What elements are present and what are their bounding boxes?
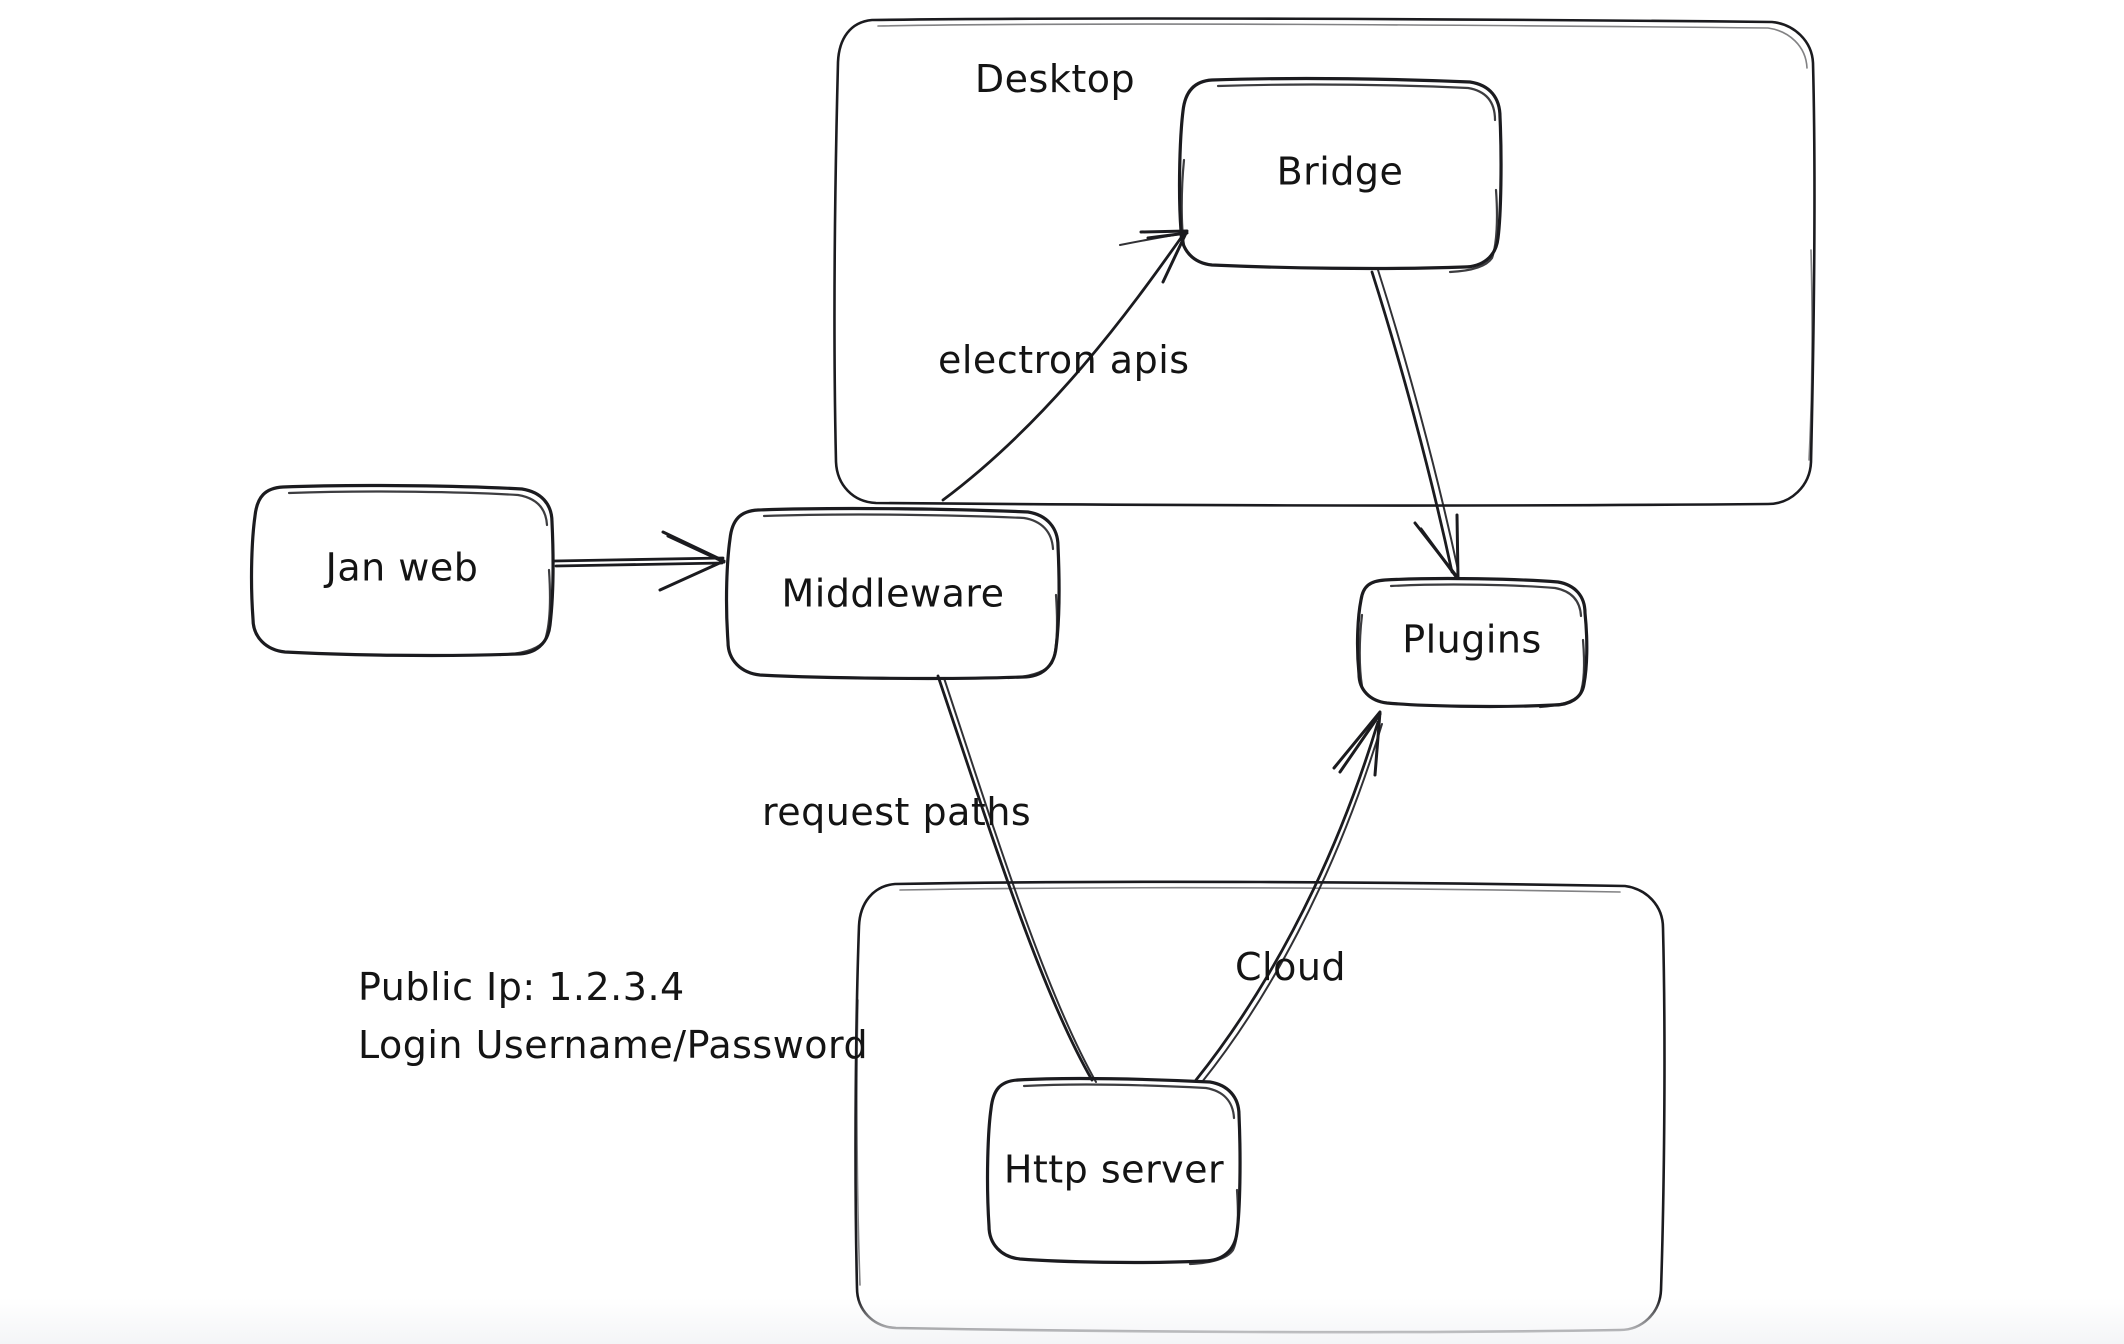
edge-label-electron-apis: electron apis <box>938 338 1190 382</box>
plugins-box-sketch-left <box>1358 613 1364 688</box>
desktop-group-outline-sketch-right <box>1808 249 1813 461</box>
arrowhead-bridge-in <box>1139 229 1189 284</box>
edge-label-request-paths: request paths <box>762 790 1031 834</box>
edge-http-server-to-plugins[interactable]: Cloud <box>1194 710 1383 1083</box>
node-label-middleware: Middleware <box>781 572 1004 616</box>
arrowhead-plugins-in-bottom <box>1332 710 1382 777</box>
node-label-http-server: Http server <box>1004 1148 1224 1192</box>
cloud-group-outline-sketch-left <box>856 999 861 1286</box>
bridge-box-outline <box>1177 76 1503 271</box>
node-label-bridge: Bridge <box>1277 150 1404 194</box>
arrowhead-plugins-in-bottom-sketch <box>1338 712 1382 774</box>
edge-line-http-plugins-sketch <box>1201 723 1383 1083</box>
middleware-box-sketch-top <box>762 513 1055 551</box>
edge-jan-web-to-middleware[interactable] <box>552 530 726 592</box>
edge-middleware-to-bridge[interactable]: electron apis <box>938 229 1190 502</box>
plugins-box-sketch-top <box>1389 583 1583 618</box>
plugins-box-sketch-right <box>1538 638 1586 709</box>
edge-line-http-plugins <box>1194 720 1380 1082</box>
http-server-box-sketch-right <box>1188 1188 1240 1266</box>
bridge-box-sketch-right <box>1448 188 1499 274</box>
arrowhead-plugins-in-top-sketch <box>1419 527 1459 580</box>
http-server-box-outline <box>985 1076 1242 1265</box>
node-label-jan-web: Jan web <box>324 546 479 590</box>
edge-label-cloud: Cloud <box>1235 945 1346 989</box>
bridge-box-sketch-top <box>1216 83 1497 122</box>
edge-line-bridge-plugins <box>1370 270 1454 574</box>
note-public-ip: Public Ip: 1.2.3.4 <box>358 965 685 1009</box>
notes-block: Public Ip: 1.2.3.4 Login Username/Passwo… <box>358 965 868 1067</box>
edge-line-middleware-http <box>936 674 1094 1082</box>
node-plugins[interactable]: Plugins <box>1355 576 1589 709</box>
middleware-box-sketch-right <box>1006 593 1059 680</box>
edge-line-bridge-plugins-sketch <box>1377 269 1459 571</box>
edge-line-middleware-bridge <box>941 233 1185 502</box>
arrowhead-bridge-in-sketch <box>1146 231 1189 240</box>
node-bridge[interactable]: Bridge <box>1177 76 1503 274</box>
edge-middleware-to-http-server[interactable]: request paths <box>762 674 1097 1083</box>
node-jan-web[interactable]: Jan web <box>249 483 555 658</box>
http-server-box-sketch-top <box>1022 1083 1236 1120</box>
node-http-server[interactable]: Http server <box>985 1076 1242 1266</box>
cloud-group-outline-sketch <box>899 887 1621 893</box>
node-middleware[interactable]: Middleware <box>724 506 1061 681</box>
note-login-credentials: Login Username/Password <box>358 1023 868 1067</box>
node-label-plugins: Plugins <box>1402 618 1542 662</box>
jan-web-box-sketch-right <box>498 568 552 657</box>
jan-web-box-sketch-top <box>287 490 549 527</box>
group-label-desktop: Desktop <box>975 57 1135 101</box>
arrowhead-middleware-in <box>658 530 726 592</box>
edge-line-middleware-http-sketch <box>943 677 1097 1083</box>
edge-line-jan-web-middleware-sketch <box>554 561 724 568</box>
desktop-group-outline-sketch <box>877 23 1808 69</box>
edge-line-jan-web-middleware <box>552 556 725 563</box>
arrowhead-middleware-in-sketch <box>666 534 726 564</box>
edge-bridge-to-plugins[interactable] <box>1370 269 1460 580</box>
